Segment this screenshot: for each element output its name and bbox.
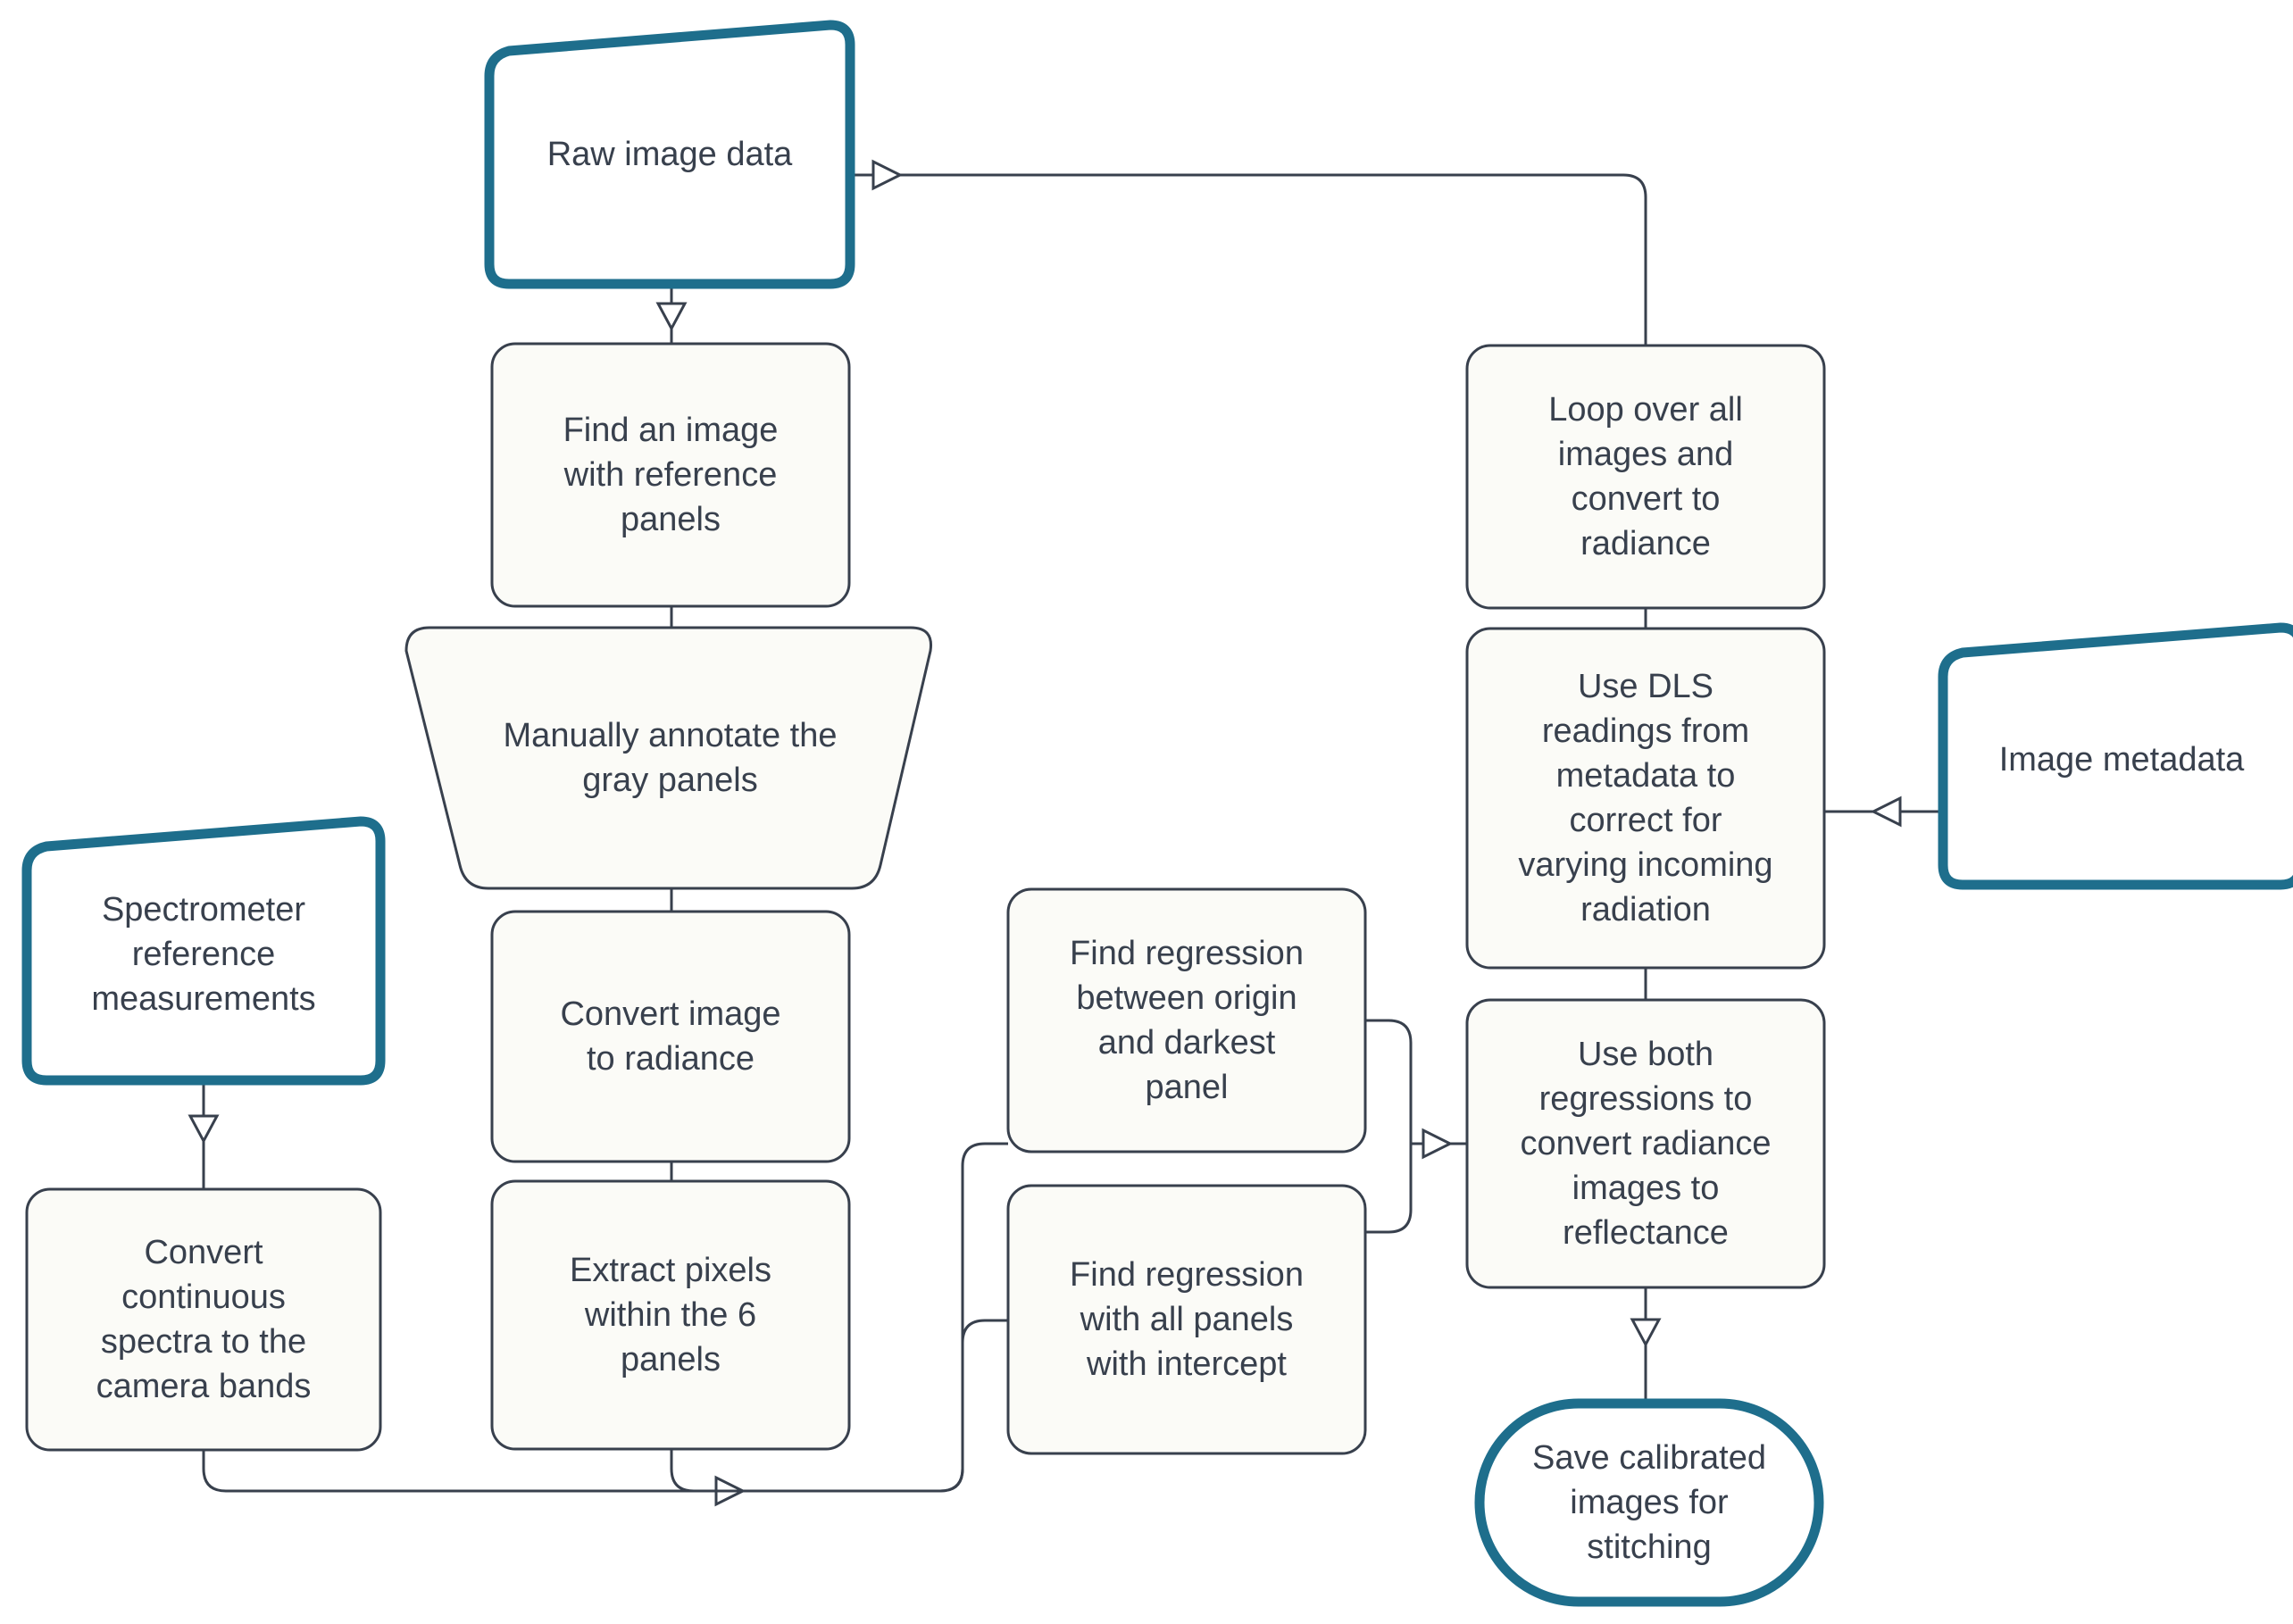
node-save-calibrated-images[interactable] xyxy=(1474,1398,1824,1607)
edge-convert-spectra-to-regressions xyxy=(202,1319,1008,1493)
node-manually-annotate-gray-panels[interactable] xyxy=(404,626,933,890)
node-use-both-regressions[interactable] xyxy=(1465,998,1826,1289)
node-convert-image-to-radiance[interactable] xyxy=(490,910,851,1163)
node-spectrometer-reference-measurements[interactable] xyxy=(21,816,386,1086)
edge-metadata-to-dls xyxy=(1824,795,1943,828)
node-find-image-with-reference-panels[interactable] xyxy=(490,342,851,608)
edge-use-both-to-save xyxy=(1630,1287,1662,1403)
node-image-metadata[interactable] xyxy=(1938,622,2293,890)
edge-raw-to-find-image xyxy=(655,284,688,344)
node-find-regression-origin-darkest[interactable] xyxy=(1006,887,1367,1153)
node-extract-pixels-within-panels[interactable] xyxy=(490,1179,851,1451)
node-find-regression-all-panels[interactable] xyxy=(1006,1184,1367,1455)
node-convert-continuous-spectra[interactable] xyxy=(25,1187,382,1452)
node-loop-over-all-images[interactable] xyxy=(1465,344,1826,610)
node-raw-image-data[interactable] xyxy=(484,20,855,289)
edge-raw-to-loop xyxy=(850,159,1647,346)
edge-regressions-to-use-both xyxy=(1365,1019,1467,1234)
node-use-dls-readings[interactable] xyxy=(1465,627,1826,970)
edge-spectrometer-to-convert-spectra xyxy=(188,1080,220,1189)
